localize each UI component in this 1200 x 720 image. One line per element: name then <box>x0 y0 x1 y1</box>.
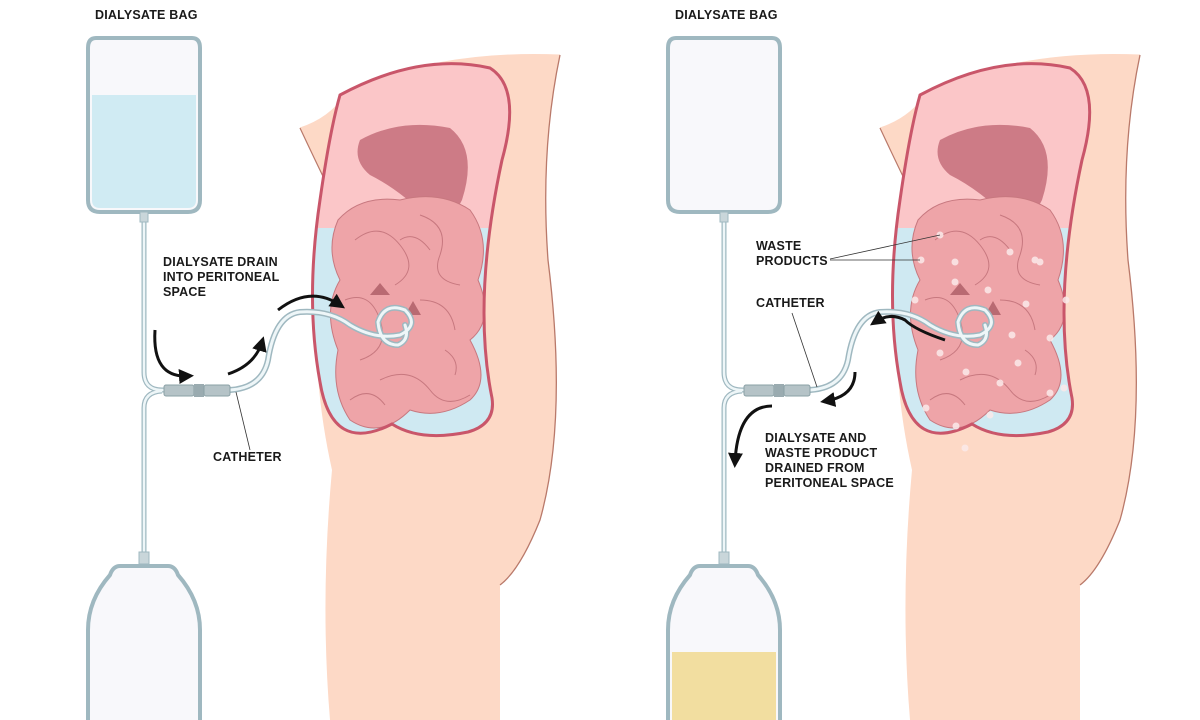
waste-product-dots <box>911 231 1070 452</box>
drain-label-line: DRAINED FROM <box>765 461 865 475</box>
top-dialysate-bag <box>86 36 202 223</box>
bottom-drain-bag-filled <box>666 551 782 720</box>
drain-label-line: WASTE PRODUCT <box>765 446 878 460</box>
drain-label-line: PERITONEAL SPACE <box>765 476 894 490</box>
dialysate-bag-label: DIALYSATE BAG <box>95 8 198 22</box>
flow-arrow-down-icon <box>153 329 194 384</box>
fill-panel <box>86 36 560 720</box>
drain-arrow-out-icon <box>870 310 946 342</box>
flow-label-line: INTO PERITONEAL <box>163 270 280 284</box>
flow-label: DIALYSATE DRAIN INTO PERITONEAL SPACE <box>163 255 279 300</box>
flow-label-line: SPACE <box>163 285 207 299</box>
catheter-label: CATHETER <box>213 450 282 464</box>
waste-products-label: WASTE PRODUCTS <box>756 239 828 269</box>
drain-panel <box>666 36 1140 720</box>
flow-arrow-up-icon <box>227 336 267 376</box>
catheter-label: CATHETER <box>756 296 825 310</box>
flow-label-line: DIALYSATE DRAIN <box>163 255 278 269</box>
drain-label-line: DIALYSATE AND <box>765 431 867 445</box>
drain-arrow-down-icon <box>820 371 857 407</box>
bottom-drain-bag <box>86 551 202 720</box>
drain-arrow-to-bag-icon <box>727 404 773 468</box>
waste-label-line: WASTE <box>756 239 802 253</box>
top-dialysate-bag-empty <box>666 36 782 223</box>
drain-label: DIALYSATE AND WASTE PRODUCT DRAINED FROM… <box>765 431 894 491</box>
waste-label-line: PRODUCTS <box>756 254 828 268</box>
flow-arrow-into-cavity-icon <box>277 293 345 312</box>
dialysate-bag-label: DIALYSATE BAG <box>675 8 778 22</box>
